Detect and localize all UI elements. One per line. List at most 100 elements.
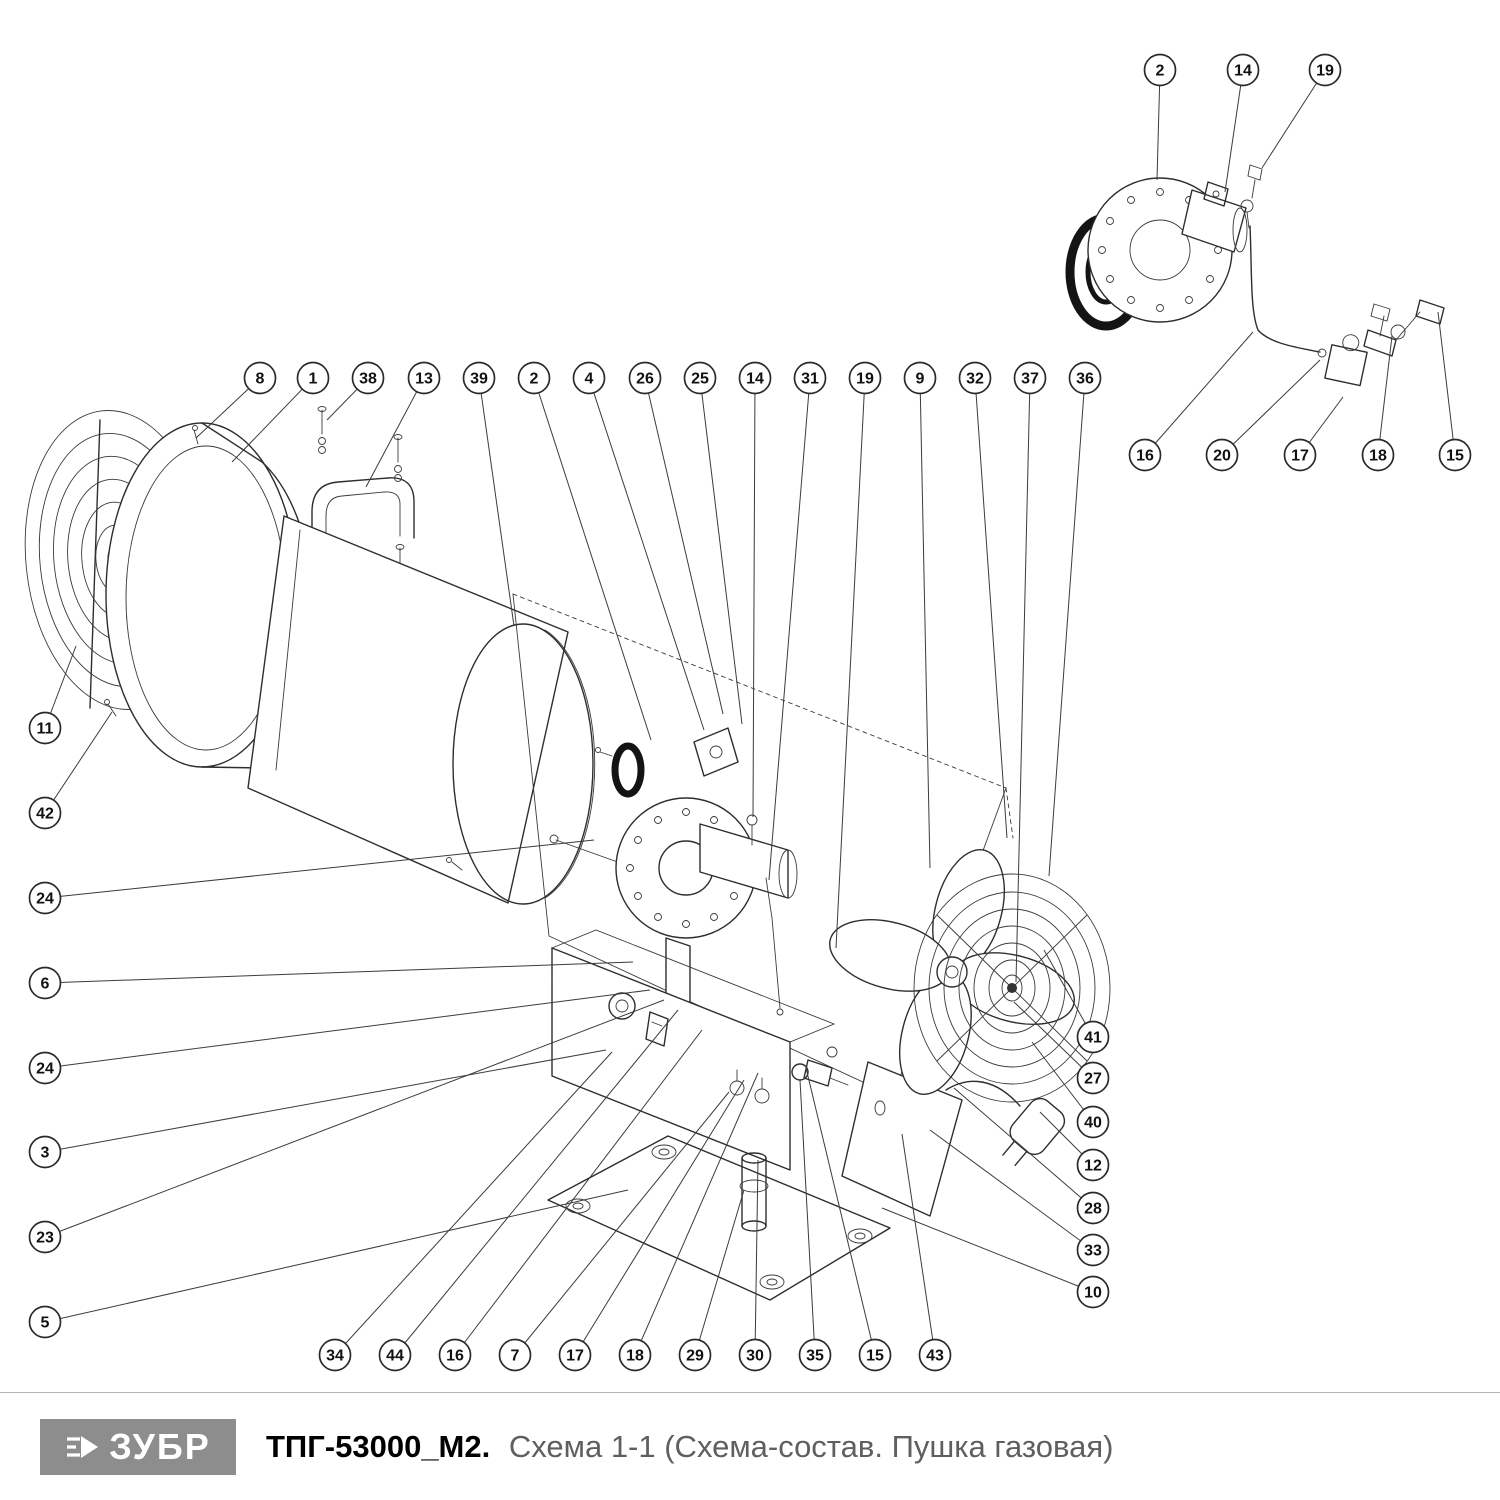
callout-balloon: 25 [683,361,717,395]
callout-balloon: 7 [498,1338,532,1372]
callout-number: 9 [916,371,925,388]
leader-line [1013,1001,1094,1079]
callout-balloon: 16 [1128,438,1162,472]
leader-line [953,1087,1094,1209]
leader-line [44,711,113,814]
callout-balloon: 30 [738,1338,772,1372]
callout-number: 6 [41,976,50,993]
callout-balloon: 36 [1068,361,1102,395]
callout-number: 24 [36,1061,54,1078]
callout-number: 28 [1084,1201,1102,1218]
callout-balloon: 11 [28,711,62,745]
callout-number: 11 [37,721,54,738]
leader-line [974,377,1008,839]
detail-bolt-holes [1098,188,1222,312]
callout-number: 14 [1234,63,1252,80]
callout-number: 37 [1021,371,1039,388]
brand-name: ЗУБР [109,1425,211,1467]
leader-line [799,1079,816,1356]
callout-balloon: 2 [1143,53,1177,87]
callout-number: 2 [1156,63,1165,80]
callout-number: 27 [1084,1071,1102,1088]
callout-number: 19 [856,371,874,388]
leader-line [1221,359,1321,456]
callout-balloon: 42 [28,796,62,830]
leader-line [44,999,665,1238]
callout-number: 15 [1446,448,1464,465]
callout-balloon: 17 [558,1338,592,1372]
combustion-cylinder [452,623,596,905]
leader-line [1377,335,1393,456]
callout-number: 7 [511,1348,520,1365]
callout-number: 17 [566,1348,584,1365]
leader-line [454,1029,703,1356]
leader-line [754,1159,759,1356]
callout-number: 3 [41,1145,50,1162]
leader-line [44,839,595,899]
callout-number: 39 [470,371,488,388]
ignition-electrode [765,877,781,1009]
leader-line [768,377,811,881]
leader-line [1043,949,1094,1038]
callout-balloon: 28 [1076,1191,1110,1225]
callout-number: 38 [359,371,377,388]
leader-line [334,1051,613,1356]
callout-balloon: 29 [678,1338,712,1372]
gasket-ring [595,742,645,798]
callout-balloon: 23 [28,1220,62,1254]
leader-line [1015,377,1031,983]
callout-balloon: 26 [628,361,662,395]
detail-gas-tube [1249,225,1321,353]
control-box [550,929,836,1171]
leader-line [588,377,705,731]
callout-number: 8 [256,371,265,388]
callout-balloon: 20 [1205,438,1239,472]
callout-balloon: 32 [958,361,992,395]
callout-balloon: 43 [918,1338,952,1372]
leader-line [394,1009,679,1356]
burner-bracket [693,727,739,777]
leader-line [478,377,515,627]
leader-line [44,961,634,984]
callout-number: 16 [446,1348,464,1365]
callout-balloon: 37 [1013,361,1047,395]
callout-balloon: 13 [407,361,441,395]
callout-number: 16 [1136,448,1154,465]
callout-balloon: 18 [1361,438,1395,472]
callout-balloon: 19 [1308,53,1342,87]
callout-balloon: 15 [858,1338,892,1372]
callout-balloon: 27 [1076,1061,1110,1095]
callout-number: 30 [746,1348,764,1365]
leader-line [514,1091,730,1356]
callout-balloon: 2 [517,361,551,395]
callout-number: 35 [806,1348,824,1365]
chamber-panel [247,515,569,904]
leader-line [1048,377,1086,877]
callout-balloon: 35 [798,1338,832,1372]
callout-balloon: 5 [28,1305,62,1339]
leader-line [1156,69,1161,181]
callout-balloon: 38 [351,361,385,395]
leader-line [44,989,651,1069]
callout-balloon: 3 [28,1135,62,1169]
callout-number: 14 [746,371,764,388]
callout-balloon: 14 [1226,53,1260,87]
callout-number: 32 [966,371,984,388]
callout-number: 20 [1213,448,1231,465]
callout-number: 36 [1076,371,1094,388]
exploded-diagram: 8138133924262514311993237362141916201718… [24,53,1472,1372]
callout-balloon: 15 [1438,438,1472,472]
title-block: ЗУБР ТПГ-53000_М2. Схема 1-1 (Схема-сост… [0,1392,1500,1500]
callout-number: 17 [1291,448,1309,465]
callout-balloon: 8 [243,361,277,395]
callout-number: 18 [1369,448,1387,465]
callout-number: 24 [36,891,54,908]
callout-number: 42 [36,806,54,823]
callout-balloon: 40 [1076,1105,1110,1139]
leader-line [919,377,931,869]
callout-number: 34 [326,1348,344,1365]
callout-balloon: 41 [1076,1020,1110,1054]
leader-line [901,1133,936,1356]
burner-flange [615,727,798,1041]
power-plug [945,1080,1066,1167]
